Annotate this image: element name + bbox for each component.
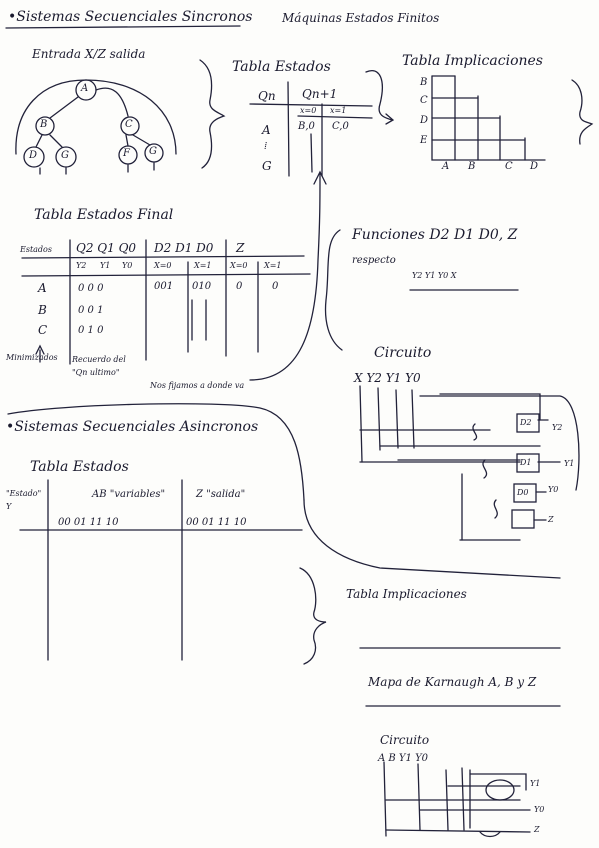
final-header-z: Z [236, 241, 245, 255]
final-header-q: Q2 Q1 Q0 [76, 241, 137, 255]
final-row-a-z0: 0 [236, 281, 243, 292]
circuit-out-y2: Y2 [552, 423, 563, 432]
impl-col-c: C [505, 161, 513, 172]
async-input-codes: 00 01 11 10 [58, 517, 119, 528]
final-row-a-state: A [38, 281, 47, 295]
final-sub-y2: Y2 [76, 261, 87, 270]
final-table-title: Tabla Estados Final [34, 207, 174, 223]
impl-row-e: E [420, 135, 428, 146]
final-sub-d-x1: X=1 [194, 261, 212, 270]
final-row-b-q: 0 0 1 [78, 305, 104, 316]
circuit-block-d0: D0 [517, 488, 529, 497]
state-node-g-left: G [61, 150, 69, 161]
states-table-row-v0: B,0 [298, 121, 315, 132]
impl-col-d: D [530, 161, 539, 172]
state-node-b: B [40, 119, 48, 130]
async-col-output: Z "salida" [196, 489, 246, 500]
final-row-a-d1: 010 [192, 281, 212, 292]
page-subtitle: Máquinas Estados Finitos [282, 11, 440, 25]
circuit-block-d2: D2 [520, 418, 532, 427]
final-row-b-state: B [38, 303, 47, 317]
states-table-row-state: A [262, 123, 271, 137]
final-header-d: D2 D1 D0 [154, 241, 214, 255]
async-title: •Sistemas Secuenciales Asincronos [6, 419, 259, 435]
diagram-label: Entrada X/Z salida [32, 47, 146, 61]
async-col-state: "Estado" Y [6, 489, 42, 511]
async-col-inputs: AB "variables" [92, 489, 166, 500]
circuit-title: Circuito [374, 345, 432, 361]
page-title: •Sistemas Secuenciales Sincronos [8, 9, 253, 25]
circuit-out-y0: Y0 [548, 485, 559, 494]
impl-col-a: A [442, 161, 450, 172]
impl-col-b: B [468, 161, 476, 172]
final-row-a-d0: 001 [154, 281, 174, 292]
async-circuit-inputs: A B Y1 Y0 [378, 753, 429, 764]
state-node-a: A [81, 83, 89, 94]
async-circuit-out-y0: Y0 [534, 805, 545, 814]
note-minimized: Minimizados [6, 353, 58, 362]
state-node-f: F [123, 148, 130, 159]
async-circuit-out-z: Z [534, 825, 540, 834]
circuit-block-z: Z [548, 515, 554, 524]
state-node-g-right: G [149, 146, 157, 157]
states-table-x0: x=0 [300, 106, 317, 115]
async-circuit-title: Circuito [380, 733, 430, 747]
final-sub-z-x0: X=0 [230, 261, 248, 270]
states-table-x1: x=1 [330, 106, 347, 115]
state-node-c: C [125, 119, 133, 130]
states-table-row-last: G [262, 159, 272, 173]
karnaugh-title: Mapa de Karnaugh A, B y Z [368, 675, 537, 689]
async-implication-title: Tabla Implicaciones [346, 587, 467, 601]
async-circuit-out-y1: Y1 [530, 779, 541, 788]
note-recuerdo: Recuerdo del "Qn ultimo" [72, 355, 126, 377]
final-sub-y0: Y0 [122, 261, 133, 270]
async-table-title: Tabla Estados [30, 459, 129, 475]
functions-respect: respecto [352, 255, 396, 266]
states-table-row-v1: C,0 [332, 121, 349, 132]
state-node-d: D [29, 150, 38, 161]
final-row-c-q: 0 1 0 [78, 325, 104, 336]
final-sub-d-x0: X=0 [154, 261, 172, 270]
final-sub-z-x1: X=1 [264, 261, 282, 270]
functions-title: Funciones D2 D1 D0, Z [352, 227, 518, 243]
circuit-inputs: X Y2 Y1 Y0 [354, 371, 421, 385]
implication-table-title: Tabla Implicaciones [402, 53, 543, 69]
final-header-states: Estados [20, 245, 52, 254]
circuit-block-d1: D1 [520, 458, 532, 467]
impl-row-b: B [420, 77, 428, 88]
circuit-out-y1: Y1 [564, 459, 575, 468]
impl-row-c: C [420, 95, 428, 106]
states-table-qn1: Qn+1 [302, 87, 338, 101]
final-row-a-q: 0 0 0 [78, 283, 104, 294]
async-output-codes: 00 01 11 10 [186, 517, 247, 528]
states-table-qn: Qn [258, 89, 276, 103]
final-row-c-state: C [38, 323, 48, 337]
functions-vars: Y2 Y1 Y0 X [412, 271, 457, 280]
states-table-title: Tabla Estados [232, 59, 331, 75]
impl-row-d: D [420, 115, 429, 126]
final-row-a-z1: 0 [272, 281, 279, 292]
note-donde-va: Nos fijamos a donde va [150, 381, 245, 390]
states-table-row-ellipsis: ⁞ [264, 141, 268, 152]
final-sub-y1: Y1 [100, 261, 111, 270]
